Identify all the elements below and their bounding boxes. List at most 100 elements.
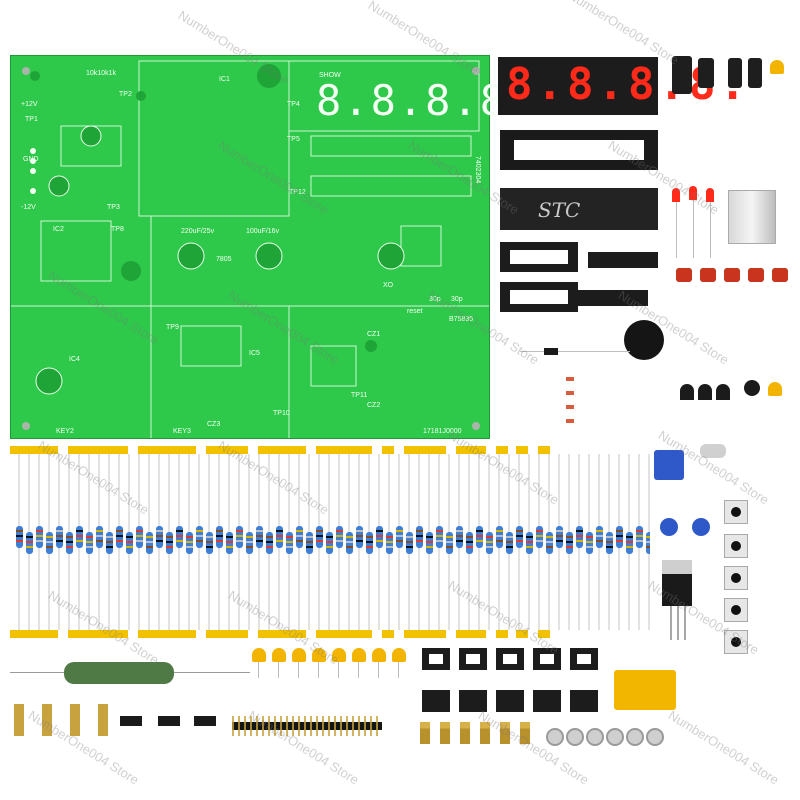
resistor-band [396, 535, 403, 537]
small-diode [566, 419, 574, 423]
resistor-band [276, 535, 283, 537]
pcb-label-tp9: TP9 [166, 324, 179, 331]
resistor-band [296, 540, 303, 542]
brass-standoff [42, 704, 52, 736]
pcb-label-30p-b: 30p [451, 296, 463, 303]
socket-window [503, 654, 517, 664]
resistor-band [146, 536, 153, 538]
ceramic-capacitor [352, 648, 366, 662]
stc-microcontroller: STC [500, 188, 658, 230]
pcb-label-cap1: 220uF/25v [181, 228, 215, 235]
voltage-regulator [662, 560, 692, 606]
resistor-band [116, 535, 123, 537]
resistor-band [516, 535, 523, 537]
resistor-band [16, 540, 23, 542]
capacitor-lead [278, 662, 279, 678]
resistor-band [366, 541, 373, 543]
resistor-strip [10, 446, 650, 638]
hex-nut [626, 728, 644, 746]
pcb-traces [11, 60, 489, 438]
resistor-band [196, 530, 203, 532]
resistor-band [416, 535, 423, 537]
resistor-band [366, 546, 373, 548]
brass-screw [420, 722, 430, 744]
hex-nut [606, 728, 624, 746]
hex-nut [566, 728, 584, 746]
resistor-band [36, 535, 43, 537]
brass-screw [480, 722, 490, 744]
resistor-band [226, 541, 233, 543]
resistor-band [576, 540, 583, 542]
pcb-label-cap2: 100uF/16v [246, 228, 280, 235]
resistor-band [516, 530, 523, 532]
resistor-band [496, 530, 503, 532]
resistor-band [236, 540, 243, 542]
resistor-band [106, 541, 113, 543]
resistor-band [526, 536, 533, 538]
resistor-band [266, 536, 273, 538]
resistor-band [616, 540, 623, 542]
resistor-band [586, 536, 593, 538]
resistor-band [26, 536, 33, 538]
resistor-band [586, 541, 593, 543]
seven-segment-display: 8.8.8.8. [498, 57, 746, 115]
blue-potentiometer [692, 518, 710, 536]
resistor-band [216, 535, 223, 537]
resistor-band [356, 535, 363, 537]
led-lead [710, 202, 711, 258]
film-capacitor [724, 268, 740, 282]
electrolytic-capacitor [728, 58, 742, 88]
capacitor-lead [378, 662, 379, 678]
ceramic-capacitor [272, 648, 286, 662]
resistor-band [56, 535, 63, 537]
resistor-band [56, 540, 63, 542]
capacitor-lead [398, 662, 399, 678]
resistor-band [566, 546, 573, 548]
resistor-band [536, 540, 543, 542]
resistor-band [476, 540, 483, 542]
pcb-label-chip-top: 7402304 [474, 156, 481, 184]
resistor-band [536, 535, 543, 537]
resistor-band [316, 540, 323, 542]
resistor-band [156, 535, 163, 537]
switch-cap [731, 605, 741, 615]
resistor-band [206, 546, 213, 548]
pcb-label-7805: 7805 [216, 256, 232, 263]
resistor-band [266, 541, 273, 543]
resistor-band [516, 540, 523, 542]
resistor-band [66, 546, 73, 548]
pcb-label-tp2: TP2 [119, 91, 132, 98]
resistor-band [266, 546, 273, 548]
resistor-band [616, 535, 623, 537]
socket-window [540, 654, 554, 664]
diode [544, 348, 558, 355]
resistor-band [126, 541, 133, 543]
resistor-band [446, 536, 453, 538]
resistor-band [366, 536, 373, 538]
resistor-band [406, 536, 413, 538]
resistor-band [386, 541, 393, 543]
resistor-band [546, 541, 553, 543]
hex-nut [586, 728, 604, 746]
resistor-band [346, 541, 353, 543]
pcb-label-tp10: TP10 [273, 410, 290, 417]
tactile-switch [724, 534, 748, 558]
pcb-label-tp8: TP8 [111, 226, 124, 233]
resistor-band [596, 530, 603, 532]
resistor-band [86, 541, 93, 543]
pcb-label-cz1: CZ1 [367, 331, 381, 338]
resistor-band [356, 540, 363, 542]
ic-socket-8pin [570, 690, 598, 712]
resistor-band [576, 530, 583, 532]
resistor-band [306, 536, 313, 538]
pcb-display-silkscreen: 8.8.8.8. [316, 76, 535, 125]
switch-cap [731, 573, 741, 583]
ic-socket-8pin [533, 690, 561, 712]
thermistor [744, 380, 760, 396]
film-capacitor [676, 268, 692, 282]
ceramic-capacitor [392, 648, 406, 662]
brass-screw [460, 722, 470, 744]
resistor-band [386, 546, 393, 548]
pcb-label-r10k: 10k10k1k [86, 70, 116, 77]
pcb-label-30p: 30p [429, 296, 441, 303]
